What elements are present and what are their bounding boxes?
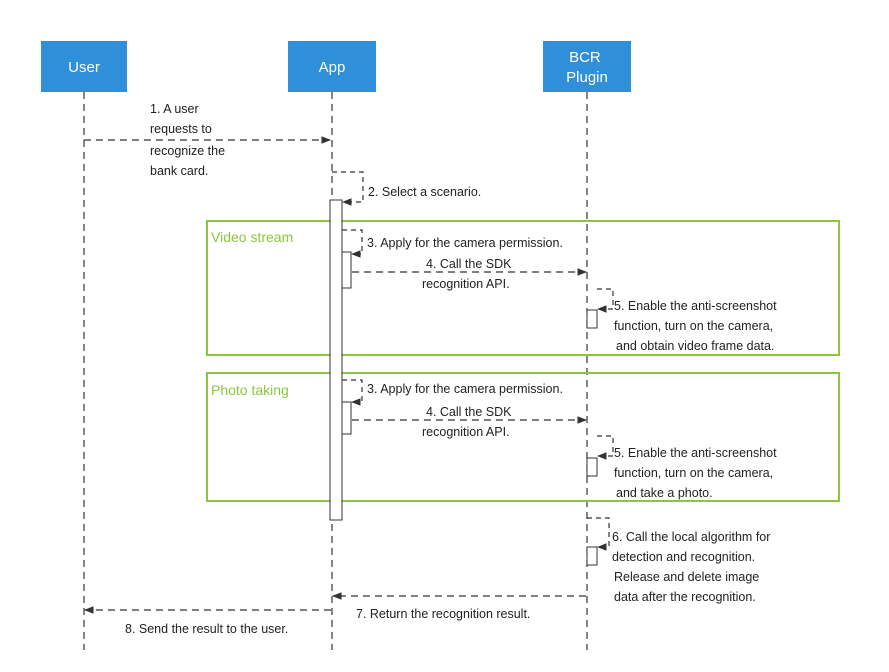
- actor-plugin: BCR Plugin: [543, 41, 631, 92]
- app-activation-main: [329, 199, 343, 521]
- message-7-label: 7. Return the recognition result.: [356, 607, 530, 621]
- actor-app: App: [288, 41, 376, 92]
- plugin-activation-algorithm: [586, 546, 598, 566]
- actor-app-label: App: [319, 59, 346, 76]
- app-activation-photo: [341, 401, 352, 435]
- frame-photo-taking: [206, 372, 840, 502]
- actor-user-label: User: [68, 59, 100, 76]
- video-message-3-arrow: [342, 229, 363, 258]
- message-6-arrow: [587, 517, 610, 551]
- frame-video-stream-label: Video stream: [211, 229, 293, 245]
- photo-message-3-arrow: [342, 379, 363, 406]
- photo-message-3-label: 3. Apply for the camera permission.: [367, 382, 563, 396]
- message-1-label: 1. A user requests to recognize the bank…: [150, 102, 229, 178]
- actor-plugin-label: BCR Plugin: [566, 49, 608, 86]
- video-message-5-label: 5. Enable the anti-screenshot function, …: [614, 299, 780, 353]
- plugin-activation-photo: [586, 457, 598, 477]
- frame-photo-taking-label: Photo taking: [211, 382, 289, 398]
- app-activation-video: [341, 251, 352, 289]
- photo-message-4-label: 4. Call the SDK recognition API.: [422, 405, 515, 439]
- message-2-label: 2. Select a scenario.: [368, 185, 481, 199]
- message-8-label: 8. Send the result to the user.: [125, 622, 288, 636]
- video-message-5-arrow: [597, 288, 614, 313]
- photo-message-5-label: 5. Enable the anti-screenshot function, …: [614, 446, 780, 500]
- frame-video-stream: [206, 220, 840, 356]
- message-2-arrow: [332, 171, 364, 206]
- video-message-4-label: 4. Call the SDK recognition API.: [422, 257, 515, 291]
- actor-user: User: [41, 41, 127, 92]
- video-message-3-label: 3. Apply for the camera permission.: [367, 236, 563, 250]
- plugin-activation-video: [586, 309, 598, 329]
- message-6-label: 6. Call the local algorithm for detectio…: [612, 530, 774, 604]
- photo-message-5-arrow: [597, 435, 614, 460]
